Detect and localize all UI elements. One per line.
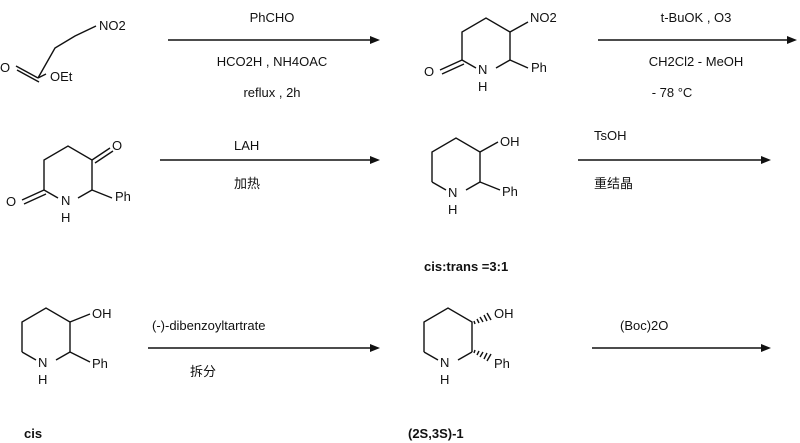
dione-o-left: O (6, 194, 16, 209)
piperidine-h-3: H (440, 372, 449, 387)
dione-o-right: O (112, 138, 122, 153)
step5-reagent-top: (-)-dibenzoyltartrate (152, 318, 265, 333)
nitro-lactam: O N H NO2 Ph (424, 10, 557, 94)
step6-reagent-top: (Boc)2O (620, 318, 668, 333)
arrow-step-5 (148, 344, 380, 352)
lactam-h-1: H (478, 79, 487, 94)
hydroxy-label-2: OH (92, 306, 112, 321)
nitro-group-1: NO2 (99, 18, 126, 33)
piperidine-n-1: N (448, 185, 457, 200)
hashed-wedge-ph (473, 349, 492, 362)
ethyl-nitrobutanoate: O OEt NO2 (0, 18, 126, 84)
phenyl-label-1: Ph (531, 60, 547, 75)
hydroxy-label-1: OH (500, 134, 520, 149)
hydroxy-label-3: OH (494, 306, 514, 321)
phenyl-label-2: Ph (115, 189, 131, 204)
phenyl-label-3: Ph (502, 184, 518, 199)
step3-reagent-top: LAH (234, 138, 259, 153)
piperidine-h-2: H (38, 372, 47, 387)
arrow-step-3 (160, 156, 380, 164)
step4-reagent-top: TsOH (594, 128, 627, 143)
step1-reagent-bottom: reflux , 2h (243, 85, 300, 100)
arrow-step-1 (168, 36, 380, 44)
cis-label: cis (24, 426, 42, 441)
dione-h: H (61, 210, 70, 225)
ester-carbonyl-o: O (0, 60, 10, 75)
piperidinedione: O O N H Ph (6, 138, 131, 225)
nitro-label-1: NO2 (99, 18, 126, 33)
step1-reagent-top: PhCHO (250, 10, 295, 25)
step5-reagent-bottom: 拆分 (190, 364, 216, 379)
step3-reagent-bottom: 加热 (234, 176, 260, 191)
step4-reagent-bottom: 重结晶 (594, 176, 633, 191)
step1-reagent-mid: HCO2H , NH4OAC (217, 54, 328, 69)
product-2s3s: N H OH Ph (423, 306, 514, 387)
nitro-label-2: NO2 (530, 10, 557, 25)
lactam-carbonyl-o-1: O (424, 64, 434, 79)
step2-reagent-top: t-BuOK , O3 (661, 10, 732, 25)
piperidine-h-1: H (448, 202, 457, 217)
hashed-wedge-oh (473, 312, 492, 325)
arrow-step-6 (592, 344, 771, 352)
cis-hydroxypiperidine: N H OH Ph (21, 306, 112, 387)
ethoxy-group: OEt (50, 69, 73, 84)
cis-trans-ratio: cis:trans =3:1 (424, 259, 508, 274)
step2-reagent-bottom: - 78 °C (652, 85, 693, 100)
dione-n: N (61, 193, 70, 208)
arrow-step-4 (578, 156, 771, 164)
piperidine-n-3: N (440, 355, 449, 370)
hydroxypiperidine-mixture: N H OH Ph (431, 134, 520, 217)
arrow-step-2 (598, 36, 797, 44)
phenyl-label-5: Ph (494, 356, 510, 371)
step2-reagent-mid: CH2Cl2 - MeOH (649, 54, 744, 69)
lactam-n-1: N (478, 62, 487, 77)
piperidine-n-2: N (38, 355, 47, 370)
phenyl-label-4: Ph (92, 356, 108, 371)
product-label: (2S,3S)-1 (408, 426, 464, 441)
